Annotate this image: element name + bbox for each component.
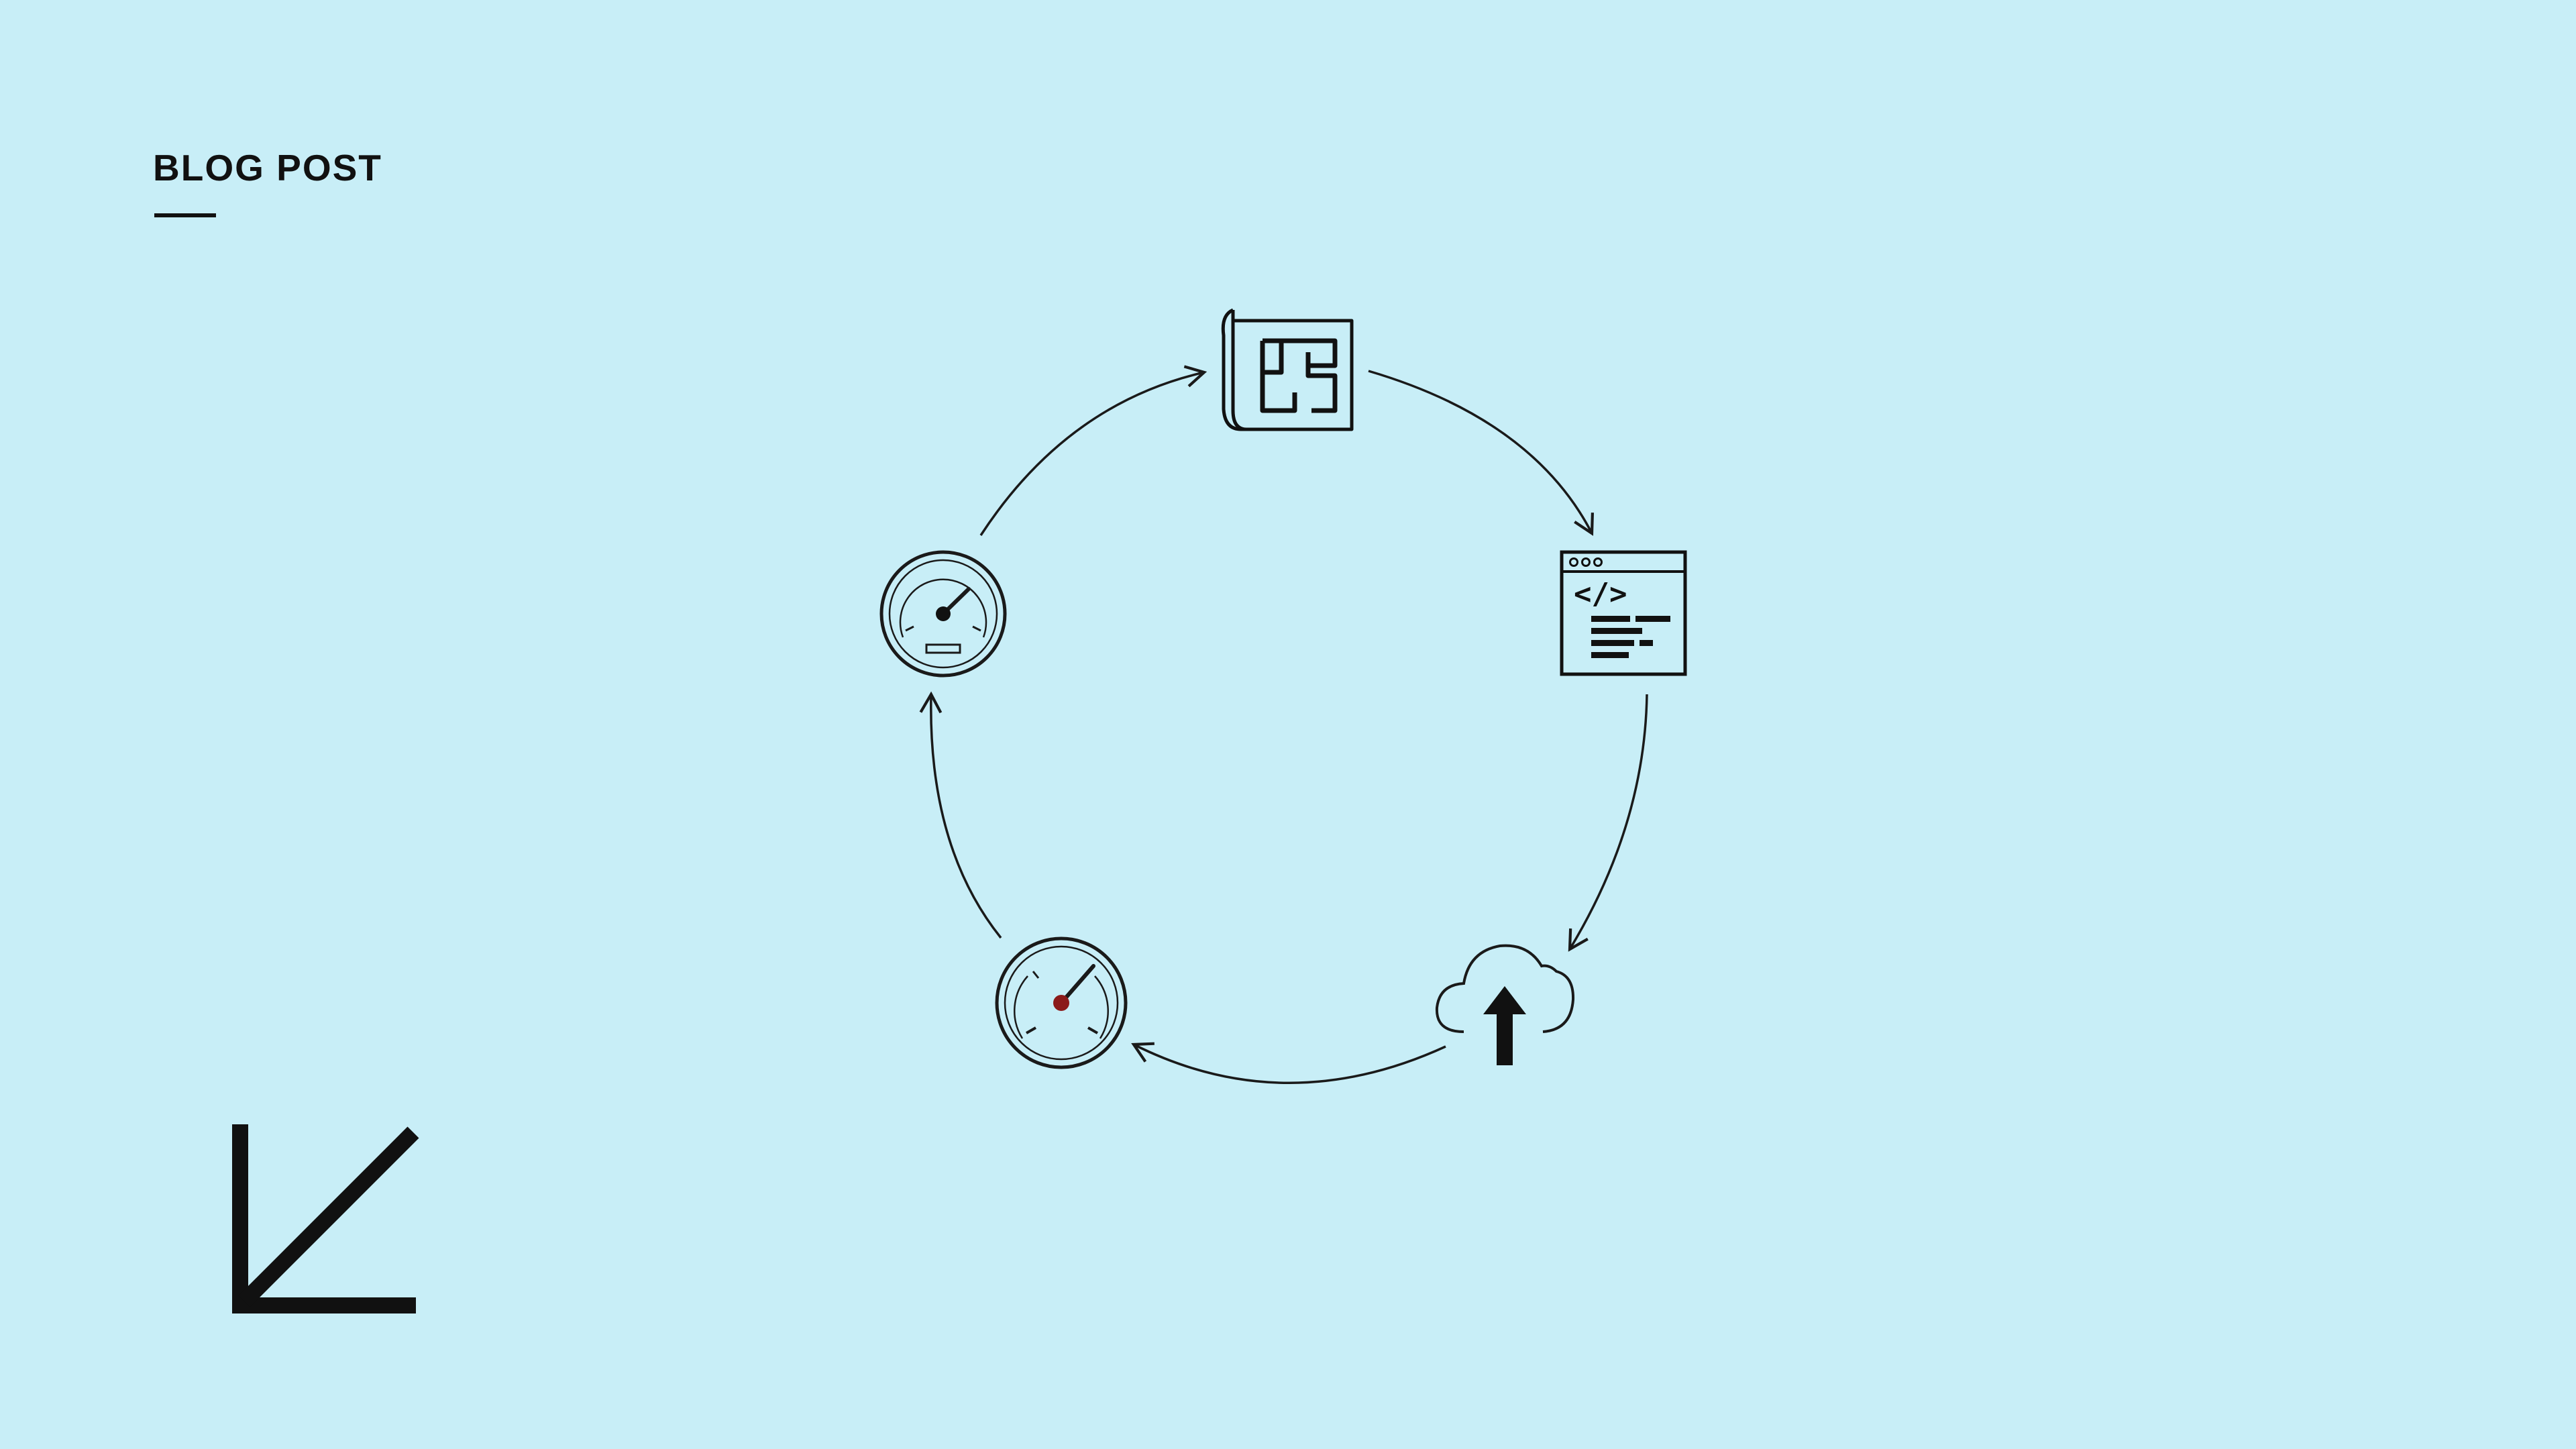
speed-gauge-icon bbox=[879, 550, 1007, 678]
cloud-upload-icon bbox=[1435, 944, 1575, 1065]
code-tag-text: </> bbox=[1574, 577, 1627, 611]
speedometer-icon bbox=[995, 936, 1128, 1069]
label-underline bbox=[154, 213, 216, 217]
blueprint-icon bbox=[1221, 308, 1354, 431]
arrow-down-left-icon bbox=[232, 1124, 419, 1313]
arrow-cloud-to-speedometer bbox=[1131, 1042, 1446, 1084]
arrow-code-to-cloud bbox=[1568, 694, 1648, 952]
arrow-blueprint-to-code bbox=[1368, 370, 1594, 536]
arrow-speedometer-to-gauge bbox=[919, 691, 1002, 939]
arrow-gauge-to-blueprint bbox=[979, 365, 1208, 536]
code-window-icon: </> bbox=[1560, 550, 1687, 676]
blog-post-label: BLOG POST bbox=[153, 147, 382, 189]
